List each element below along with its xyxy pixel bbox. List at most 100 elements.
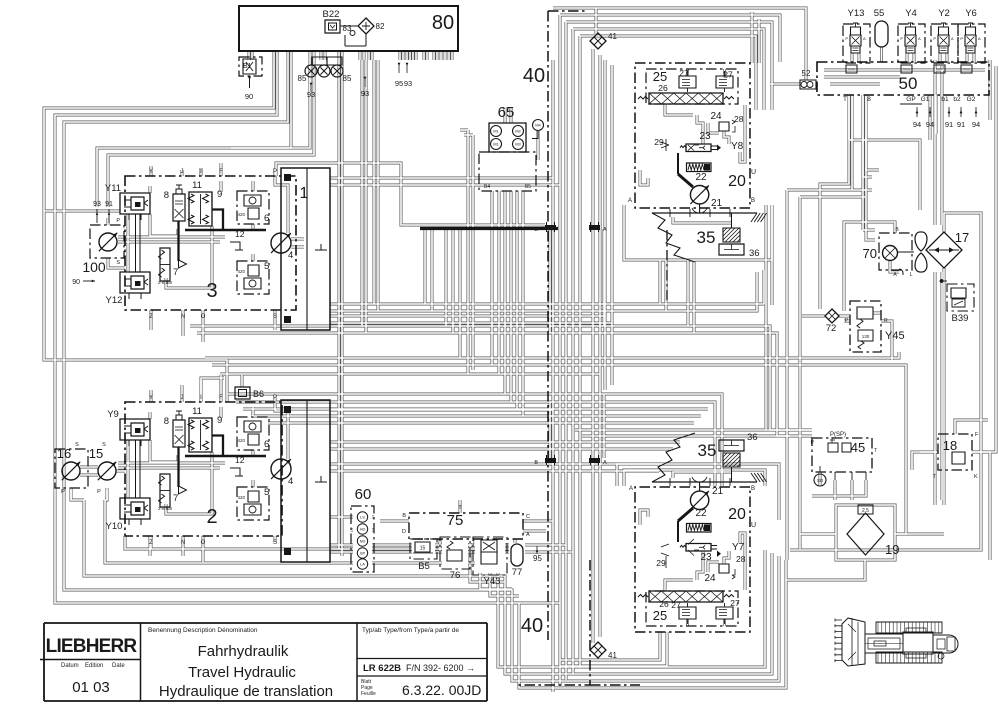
svg-text:94: 94 bbox=[926, 120, 934, 129]
svg-text:N: N bbox=[181, 314, 185, 320]
svg-text:21: 21 bbox=[711, 198, 723, 209]
svg-text:5: 5 bbox=[264, 487, 269, 498]
svg-text:93: 93 bbox=[93, 201, 101, 208]
svg-text:M1: M1 bbox=[493, 142, 499, 147]
svg-text:93: 93 bbox=[361, 89, 369, 98]
svg-text:28: 28 bbox=[734, 114, 744, 124]
svg-text:A: A bbox=[526, 532, 530, 538]
svg-text:9: 9 bbox=[217, 415, 222, 426]
svg-text:A: A bbox=[628, 198, 632, 204]
svg-text:2.5: 2.5 bbox=[862, 508, 869, 514]
svg-text:27: 27 bbox=[671, 600, 681, 610]
svg-text:16: 16 bbox=[57, 446, 71, 461]
svg-text:77: 77 bbox=[512, 567, 523, 578]
svg-text:A: A bbox=[951, 36, 954, 41]
svg-text:Y2: Y2 bbox=[938, 8, 950, 19]
svg-text:I: I bbox=[200, 395, 202, 401]
svg-text:P: P bbox=[273, 169, 277, 175]
svg-text:23: 23 bbox=[699, 131, 711, 142]
svg-text:A: A bbox=[629, 486, 633, 492]
svg-text:ND: ND bbox=[360, 539, 366, 544]
svg-text:B: B bbox=[534, 460, 538, 466]
svg-text:G2: G2 bbox=[967, 96, 976, 103]
svg-text:94: 94 bbox=[913, 120, 921, 129]
svg-text:40: 40 bbox=[523, 65, 545, 87]
svg-text:24: 24 bbox=[710, 111, 722, 122]
svg-text:Y: Y bbox=[149, 395, 153, 401]
svg-text:5: 5 bbox=[264, 261, 269, 272]
svg-text:18: 18 bbox=[943, 438, 957, 453]
svg-text:Edition: Edition bbox=[85, 663, 103, 669]
svg-text:17: 17 bbox=[955, 230, 969, 245]
svg-text:70: 70 bbox=[863, 246, 877, 261]
svg-text:90: 90 bbox=[245, 92, 253, 101]
svg-text:85: 85 bbox=[298, 74, 307, 83]
svg-text:S: S bbox=[75, 442, 79, 448]
svg-text:R: R bbox=[884, 318, 888, 324]
svg-text:65: 65 bbox=[498, 104, 515, 121]
svg-text:55: 55 bbox=[874, 8, 885, 19]
svg-text:83: 83 bbox=[343, 24, 352, 33]
svg-text:27: 27 bbox=[679, 68, 689, 78]
svg-text:P: P bbox=[97, 489, 101, 495]
svg-text:LR 622B: LR 622B bbox=[363, 663, 401, 674]
svg-text:HD: HD bbox=[360, 527, 366, 532]
svg-text:4: 4 bbox=[288, 476, 293, 487]
svg-text:T: T bbox=[843, 96, 847, 103]
svg-text:Y13: Y13 bbox=[848, 8, 865, 19]
svg-text:B4: B4 bbox=[484, 184, 490, 190]
svg-text:Travel Hydraulic: Travel Hydraulic bbox=[188, 664, 296, 681]
svg-text:22: 22 bbox=[695, 172, 707, 183]
svg-text:P: P bbox=[900, 36, 903, 41]
svg-text:93: 93 bbox=[307, 90, 315, 99]
svg-text:Date: Date bbox=[112, 663, 125, 669]
svg-text:52: 52 bbox=[802, 69, 811, 78]
svg-text:GP: GP bbox=[906, 96, 915, 103]
svg-text:b1: b1 bbox=[941, 96, 949, 103]
svg-text:29: 29 bbox=[656, 558, 666, 568]
svg-text:B: B bbox=[402, 513, 406, 519]
svg-text:SD: SD bbox=[817, 478, 824, 483]
svg-text:41: 41 bbox=[608, 32, 617, 41]
svg-text:20: 20 bbox=[728, 506, 746, 523]
svg-text:Y4: Y4 bbox=[905, 8, 917, 19]
svg-text:F: F bbox=[975, 432, 979, 438]
svg-text:Y: Y bbox=[149, 169, 153, 175]
svg-text:U: U bbox=[751, 169, 756, 176]
svg-text:L: L bbox=[910, 272, 913, 278]
svg-text:B6: B6 bbox=[253, 389, 264, 399]
svg-text:6: 6 bbox=[264, 439, 269, 450]
svg-text:93: 93 bbox=[404, 79, 412, 88]
svg-text:29: 29 bbox=[654, 137, 664, 147]
svg-text:41: 41 bbox=[608, 651, 617, 660]
svg-text:95: 95 bbox=[395, 79, 403, 88]
svg-text:12: 12 bbox=[235, 455, 245, 465]
svg-text:M4: M4 bbox=[535, 123, 541, 128]
svg-text:F/N 392- 6200 →: F/N 392- 6200 → bbox=[406, 663, 475, 673]
svg-text:P(SP): P(SP) bbox=[830, 432, 846, 438]
svg-text:Y43: Y43 bbox=[484, 576, 501, 587]
svg-text:01 03: 01 03 bbox=[72, 679, 110, 696]
svg-text:LS: LS bbox=[360, 515, 365, 520]
svg-text:11: 11 bbox=[192, 406, 202, 417]
svg-text:C: C bbox=[526, 514, 530, 520]
svg-text:B: B bbox=[534, 227, 538, 233]
svg-text:8: 8 bbox=[164, 416, 169, 427]
svg-text:A: A bbox=[918, 36, 921, 41]
svg-text:B39: B39 bbox=[952, 313, 969, 324]
svg-text:27: 27 bbox=[723, 70, 733, 80]
svg-text:Typ/ab Type/from Type/a pa: Typ/ab Type/from Type/a partir de bbox=[362, 627, 459, 634]
svg-text:72: 72 bbox=[826, 323, 837, 334]
svg-text:A: A bbox=[603, 227, 607, 233]
svg-text:M1: M1 bbox=[493, 129, 499, 134]
svg-text:A: A bbox=[863, 36, 866, 41]
svg-text:35: 35 bbox=[697, 228, 716, 247]
svg-text:Y12: Y12 bbox=[106, 295, 123, 306]
svg-text:B: B bbox=[895, 227, 899, 233]
svg-text:28: 28 bbox=[736, 554, 746, 564]
svg-text:F: F bbox=[219, 395, 223, 401]
svg-text:94: 94 bbox=[972, 120, 980, 129]
svg-text:F: F bbox=[219, 169, 223, 175]
svg-text:420: 420 bbox=[237, 269, 245, 274]
svg-text:50: 50 bbox=[899, 74, 918, 93]
